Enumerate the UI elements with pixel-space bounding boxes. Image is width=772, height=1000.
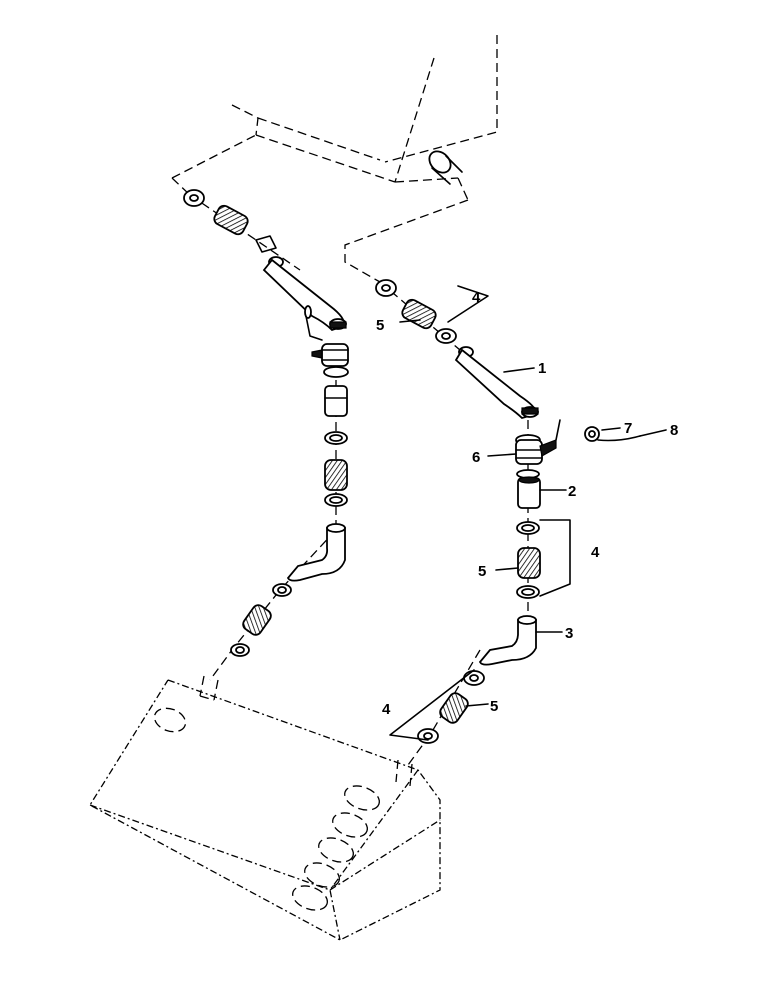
left-filter-lower	[242, 604, 272, 636]
left-hose-elbow	[286, 527, 346, 582]
left-hose-assembly	[183, 189, 349, 657]
left-ball-valve	[321, 343, 349, 367]
right-filter-mid	[517, 547, 541, 579]
callout-3: 3	[565, 625, 573, 642]
left-filter-mid	[324, 459, 348, 491]
left-filter-top	[213, 204, 249, 236]
right-hose-top	[454, 348, 538, 420]
callout-4-top: 4	[472, 289, 481, 306]
machine-frame-outline	[171, 35, 498, 283]
callout-5-top: 5	[376, 317, 384, 334]
right-hose-elbow	[478, 619, 537, 666]
callout-5-mid: 5	[478, 563, 486, 580]
callout-1: 1	[538, 360, 546, 377]
small-parts	[584, 426, 641, 442]
callout-4-lower: 4	[382, 701, 391, 718]
leader-lines	[389, 285, 667, 741]
callout-4-mid: 4	[591, 544, 600, 561]
callout-5-lower: 5	[490, 698, 498, 715]
callouts: 1 2 3 4 4 4 5 5 5 6 7 8	[376, 289, 678, 718]
right-filter-top	[401, 298, 437, 330]
left-hose-top	[262, 258, 346, 332]
tank-outline	[89, 675, 441, 941]
callout-7: 7	[624, 420, 632, 437]
callout-2: 2	[568, 483, 576, 500]
callout-8: 8	[670, 422, 678, 439]
right-filter-lower	[439, 692, 469, 724]
right-ball-valve	[515, 439, 543, 465]
frame-fitting-outline	[428, 150, 452, 174]
left-adapter	[324, 385, 348, 417]
part-8-wire	[597, 435, 641, 442]
callout-6: 6	[472, 449, 480, 466]
right-hose-assembly	[375, 279, 561, 744]
